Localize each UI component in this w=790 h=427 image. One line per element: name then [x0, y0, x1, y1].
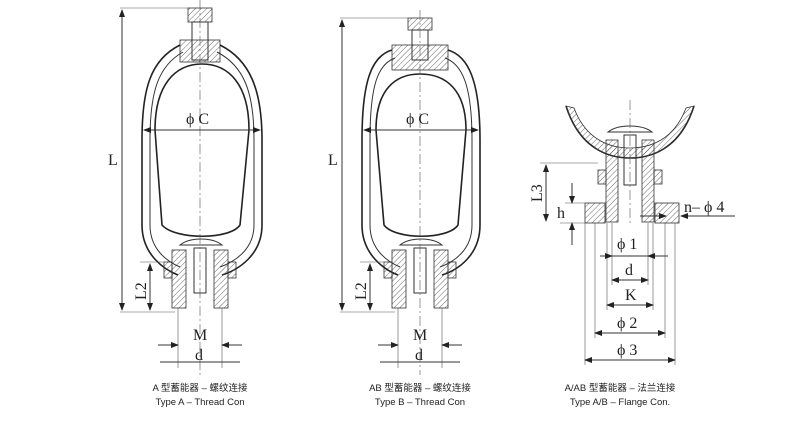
caption-cn: A/AB 型蓄能器 – 法兰连接 [564, 383, 676, 394]
dim-phi3: ϕ 3 [617, 342, 637, 359]
dim-l3: L3 [529, 184, 546, 202]
caption-cn: A 型蓄能器 – 螺纹连接 [152, 383, 248, 394]
dim-m: M [193, 327, 207, 344]
dim-m: M [413, 327, 427, 344]
dim-h: h [557, 205, 565, 222]
caption-en: Type A – Thread Con [155, 397, 245, 408]
dim-d: d [195, 347, 203, 364]
dim-l: L [328, 152, 338, 169]
dim-k: K [625, 287, 637, 304]
dim-d: d [415, 347, 423, 364]
dim-phi-c: ϕ C [186, 111, 209, 128]
accumulator-body-a [141, 0, 263, 375]
dim-l: L [108, 152, 118, 169]
dim-phi-c: ϕ C [406, 111, 429, 128]
caption-en: Type A/B – Flange Con. [569, 397, 671, 408]
flange-connection-body [565, 100, 695, 225]
figure-type-a: L ϕ C L2 M d [108, 0, 263, 375]
caption-type-b: AB 型蓄能器 – 螺纹连接 Type B – Thread Con [320, 382, 520, 410]
caption-cn: AB 型蓄能器 – 螺纹连接 [369, 383, 471, 394]
caption-flange: A/AB 型蓄能器 – 法兰连接 Type A/B – Flange Con. [520, 382, 720, 410]
dim-n-phi4: n– ϕ 4 [684, 199, 724, 216]
dim-l2: L2 [353, 282, 370, 300]
dim-phi1: ϕ 1 [617, 236, 637, 253]
figure-flange: L3 h n– ϕ 4 ϕ 1 d K ϕ 2 ϕ 3 [529, 100, 735, 365]
caption-type-a: A 型蓄能器 – 螺纹连接 Type A – Thread Con [100, 382, 300, 410]
dim-l2: L2 [133, 282, 150, 300]
dim-d: d [625, 262, 633, 279]
accumulator-body-b [361, 10, 481, 375]
caption-en: Type B – Thread Con [374, 397, 466, 408]
dim-phi2: ϕ 2 [617, 315, 637, 332]
figure-type-b: L ϕ C L2 M d [328, 10, 481, 375]
